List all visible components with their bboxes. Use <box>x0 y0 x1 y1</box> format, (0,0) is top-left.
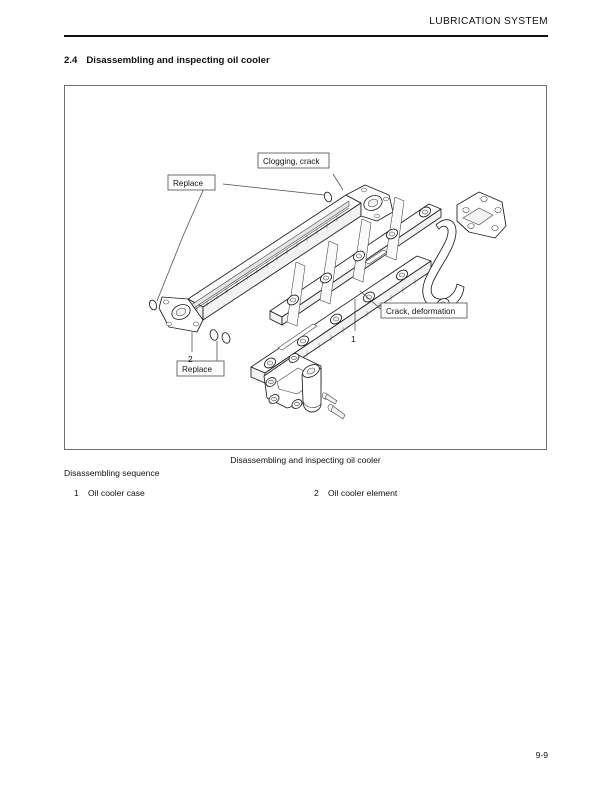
part-number-2: 2 <box>314 488 319 498</box>
oil-cooler-case-assembly <box>250 191 507 420</box>
part-name-2: Oil cooler element <box>328 488 398 498</box>
callout-label-replace-bottom: Replace <box>182 365 212 374</box>
item-number-2: 2 <box>188 354 193 364</box>
callout-label-crack-deformation: Crack, deformation <box>386 307 456 316</box>
part-name-1: Oil cooler case <box>88 488 145 498</box>
header-rule <box>64 35 548 38</box>
callout-replace-bottom: Replace <box>176 360 225 377</box>
part-list-item-2: 2 Oil cooler element <box>314 488 397 498</box>
item-number-1: 1 <box>351 334 356 344</box>
page-number: 9-9 <box>535 750 548 760</box>
oil-cooler-element-assembly <box>148 184 394 344</box>
exploded-screws <box>321 392 346 420</box>
part-list-item-1: 1 Oil cooler case <box>74 488 145 498</box>
case-bolt-bosses-lower <box>264 269 408 369</box>
case-bolt-bosses-upper <box>287 206 431 306</box>
callout-crack-deformation: Crack, deformation <box>380 302 468 319</box>
page-header: LUBRICATION SYSTEM <box>64 16 548 38</box>
figure-caption: Disassembling and inspecting oil cooler <box>230 455 381 465</box>
sequence-title: Disassembling sequence <box>64 468 160 478</box>
callout-label-clogging-crack: Clogging, crack <box>263 157 320 166</box>
figure-frame: Clogging, crack Replace Replace Crack, d… <box>64 85 547 450</box>
section-title: Disassembling and inspecting oil cooler <box>86 55 270 66</box>
callout-replace-top: Replace <box>167 174 216 191</box>
header-title: LUBRICATION SYSTEM <box>429 16 548 27</box>
part-number-1: 1 <box>74 488 79 498</box>
callout-label-replace-top: Replace <box>173 179 203 188</box>
section-heading: 2.4 Disassembling and inspecting oil cool… <box>64 55 270 66</box>
oil-cooler-exploded-diagram: Clogging, crack Replace Replace Crack, d… <box>148 152 507 420</box>
callout-clogging-crack: Clogging, crack <box>257 152 330 169</box>
section-number: 2.4 <box>64 55 78 66</box>
